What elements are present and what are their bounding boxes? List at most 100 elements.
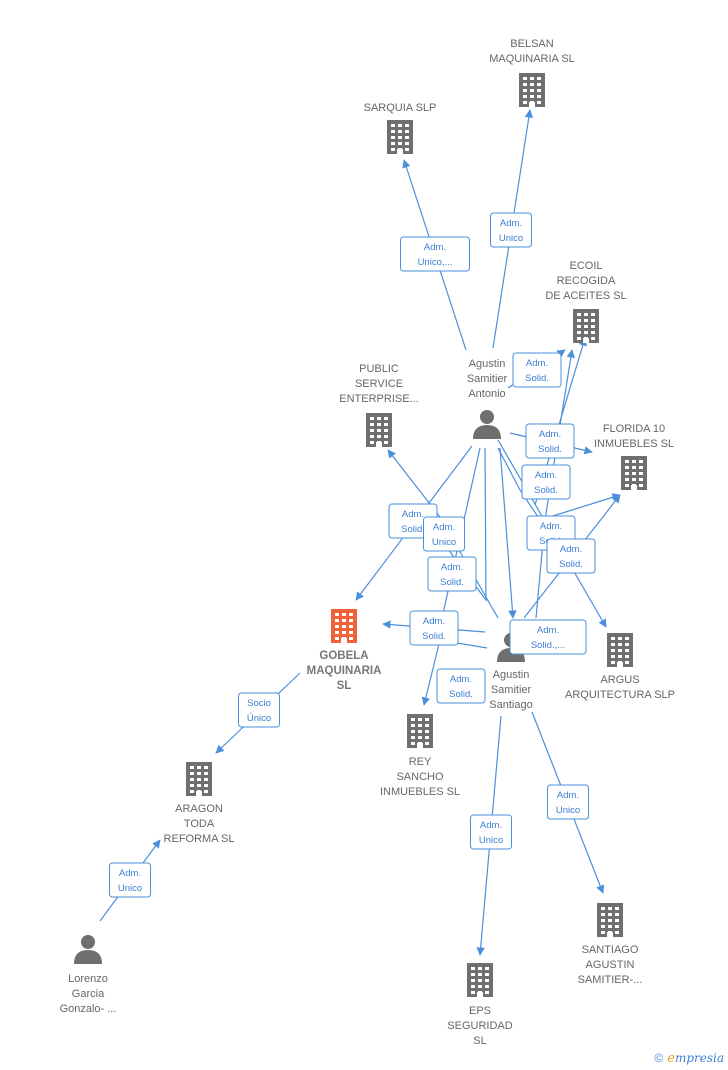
node-label: SAMITIER-... [578,974,643,986]
edge-role-badge[interactable]: Adm. Solid.,... [509,619,587,655]
edge-role-badge[interactable]: Adm. Solid. [512,352,562,388]
node-label: Agustin [493,669,530,681]
node-label: INMUEBLES SL [380,786,460,798]
node-label: EPS [469,1005,491,1017]
node-label: Samitier [491,684,532,696]
building-icon [519,73,545,107]
person-icon [473,410,501,439]
node-label: Garcia [72,988,105,1000]
node-label: TODA [184,818,215,830]
building-icon [607,633,633,667]
badge-label: Adm. [540,521,562,532]
building-icon [331,609,357,643]
node-label: SERVICE [355,378,403,390]
building-icon [366,413,392,447]
badge-label: Unico [118,883,142,894]
node-label: Agustin [469,358,506,370]
building-icon [597,903,623,937]
badge-label: Solid.,... [531,640,565,651]
badge-label: Adm. [535,470,557,481]
badge-box [400,236,470,272]
edge-role-badge[interactable]: Adm.Solid. [427,556,477,592]
edge-role-badge[interactable]: Adm. Unico [490,212,532,248]
badge-label: Adm. [557,790,579,801]
badge-label: Solid. [538,444,562,455]
edge-connector-line [499,447,517,619]
edge-role-badge[interactable]: Adm.Unico [423,516,465,552]
badge-box [512,352,562,388]
badge-box [509,619,587,655]
building-icon [467,963,493,997]
badge-box [547,784,589,820]
node-label: FLORIDA 10 [603,423,665,435]
badge-box [409,610,459,646]
edge-role-badge[interactable]: Adm.Solid. [521,464,571,500]
building-icon [407,714,433,748]
node-label: RECOGIDA [557,275,616,287]
badge-label: Adm. [526,358,548,369]
badge-label: Único [247,713,271,724]
badge-box [470,814,512,850]
badge-label: Adm. [424,242,446,253]
edge-role-badge[interactable]: Adm. Unico [547,784,589,820]
badge-label: Unico [556,805,580,816]
badge-box [109,862,151,898]
edge-role-badge[interactable]: Adm.Solid. [525,423,575,459]
badge-label: Adm. [537,625,559,636]
badge-label: Solid. [422,631,446,642]
node-label: SL [337,680,352,692]
node-label: REY [409,756,432,768]
node-rey-sancho[interactable]: REY SANCHO INMUEBLES SL [380,714,460,798]
node-label: Lorenzo [68,973,108,985]
badge-label: Solid. [559,559,583,570]
node-label: ENTERPRISE... [339,393,418,405]
node-label: Antonio [468,388,505,400]
node-sarquia[interactable]: SARQUIA SLP [364,102,437,154]
building-icon [387,120,413,154]
edge-line [497,447,621,521]
node-eps[interactable]: EPS SEGURIDAD SL [447,963,513,1047]
badge-label: Adm. [402,509,424,520]
badge-label: Solid. [401,524,425,535]
badge-box [436,668,486,704]
edge-role-badge[interactable]: Adm.Unico [470,814,512,850]
badge-box [546,538,596,574]
badge-label: Unico [499,233,523,244]
node-label: SL [473,1035,486,1047]
badge-label: Adm. [423,616,445,627]
badge-label: Adm. [500,218,522,229]
node-label: SANTIAGO [582,944,639,956]
edge-role-badge[interactable]: Adm.Solid. [546,538,596,574]
node-label: REFORMA SL [164,833,235,845]
node-label: BELSAN [510,38,553,50]
node-label: SANCHO [396,771,444,783]
badge-label: Adm. [450,674,472,685]
node-label: SEGURIDAD [447,1020,512,1032]
building-icon [186,762,212,796]
badge-box [427,556,477,592]
edge-role-badge[interactable]: Adm. Solid. [409,610,459,646]
brand-logo-initial: e [667,1051,675,1066]
badge-label: Solid. [525,373,549,384]
node-public-service[interactable]: PUBLICSERVICEENTERPRISE... [339,363,419,447]
edge-role-badge[interactable]: Adm.Unico,... [400,236,470,272]
edge-role-badge[interactable]: Adm. Solid. [436,668,486,704]
badge-label: Adm. [119,868,141,879]
badge-box [525,423,575,459]
node-label: ARAGON [175,803,223,815]
node-aragon[interactable]: ARAGON TODA REFORMA SL [164,762,235,845]
badge-label: Solid. [440,577,464,588]
node-santiago-agustin[interactable]: SANTIAGOAGUSTINSAMITIER-... [578,903,643,986]
badge-label: Solid. [449,689,473,700]
edge-role-badge[interactable]: Adm. Unico [109,862,151,898]
node-lorenzo[interactable]: LorenzoGarciaGonzalo- ... [60,935,117,1015]
node-label: GOBELA [319,650,368,662]
